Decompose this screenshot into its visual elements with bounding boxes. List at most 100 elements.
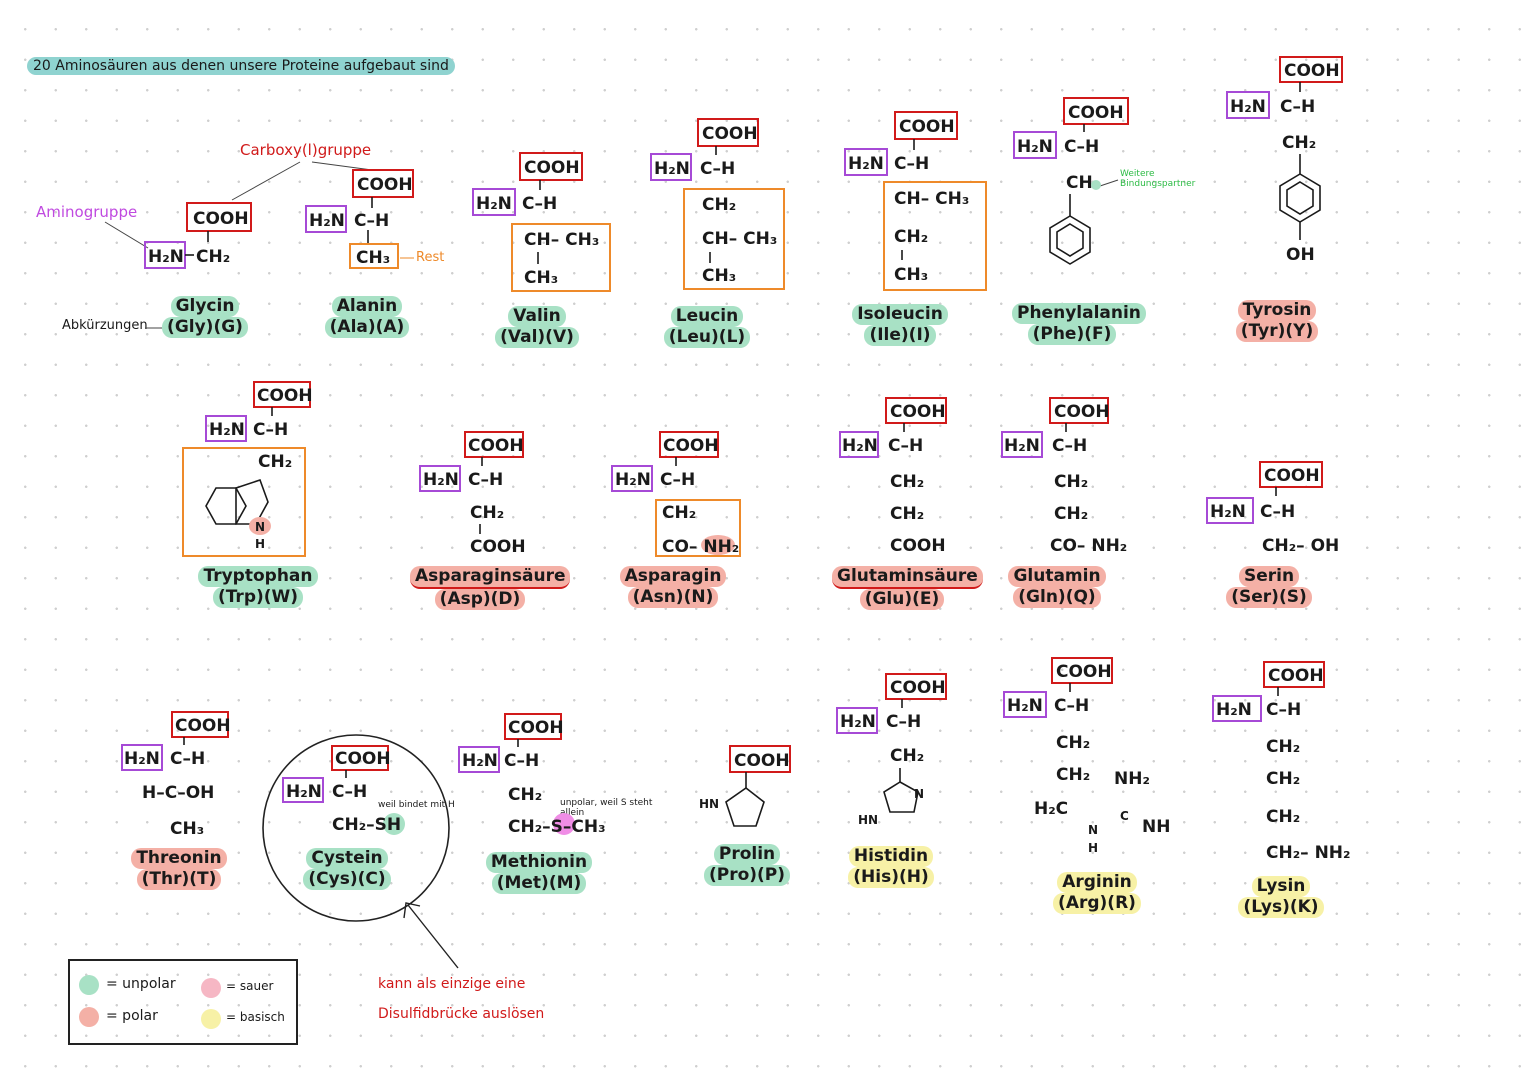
svg-text:H₂N: H₂N xyxy=(1017,137,1053,157)
svg-text:N: N xyxy=(1088,823,1098,837)
isoleucin-structure: COOH H₂N C–H CH– CH₃ CH₂ CH₃ xyxy=(844,111,987,291)
aminogruppe-label: Aminogruppe xyxy=(36,203,138,221)
svg-text:CH– CH₃: CH– CH₃ xyxy=(894,189,969,209)
svg-text:H₂N: H₂N xyxy=(309,211,345,231)
rest-label: Rest xyxy=(416,250,445,265)
svg-text:H₂N: H₂N xyxy=(286,782,322,802)
svg-text:C–H: C–H xyxy=(170,749,205,769)
tryptophan-name: Tryptophan(Trp)(W) xyxy=(198,566,318,608)
svg-text:N: N xyxy=(255,520,265,534)
asparagin-structure: COOH H₂N C–H CH₂ CO– NH₂ xyxy=(611,431,741,557)
svg-text:CH₃: CH₃ xyxy=(356,248,390,268)
asparaginsaeure-name: Asparaginsäure(Asp)(D) xyxy=(410,566,571,610)
svg-text:H₂N: H₂N xyxy=(654,159,690,179)
svg-text:CH₂: CH₂ xyxy=(702,195,736,215)
svg-text:CO– NH₂: CO– NH₂ xyxy=(1050,536,1127,556)
svg-text:HN: HN xyxy=(858,813,878,827)
leucin-structure: COOH H₂N C–H CH₂ CH– CH₃ CH₃ xyxy=(650,118,785,290)
svg-text:CH₂: CH₂ xyxy=(1266,807,1300,827)
glycin-structure: COOH H₂N CH₂ xyxy=(144,202,252,269)
svg-text:H₂N: H₂N xyxy=(840,712,876,732)
lysin-name: Lysin(Lys)(K) xyxy=(1226,876,1336,918)
legend-unpolar-label: = unpolar xyxy=(106,976,176,992)
glutamin-name: Glutamin(Gln)(Q) xyxy=(1002,566,1112,608)
histidin-structure: COOH H₂N C–H CH₂ N HN xyxy=(836,673,947,827)
svg-text:H₂N: H₂N xyxy=(124,749,160,769)
legend-unpolar-dot xyxy=(79,975,99,995)
svg-text:C–H: C–H xyxy=(660,470,695,490)
svg-text:CH₂: CH₂ xyxy=(1054,472,1088,492)
svg-text:COOH: COOH xyxy=(890,402,946,422)
methionin-structure: COOH H₂N C–H CH₂ CH₂–S–CH₃ xyxy=(458,713,606,837)
svg-text:CH₂: CH₂ xyxy=(1054,504,1088,524)
svg-text:COOH: COOH xyxy=(508,718,564,738)
svg-text:C–H: C–H xyxy=(1064,137,1099,157)
alanin-structure: COOH H₂N C–H CH₃ xyxy=(305,169,414,269)
svg-text:COOH: COOH xyxy=(193,209,249,229)
svg-text:COOH: COOH xyxy=(524,158,580,178)
legend-basisch-label: = basisch xyxy=(226,1010,285,1024)
svg-text:H₂N: H₂N xyxy=(1007,696,1043,716)
svg-text:COOH: COOH xyxy=(470,537,526,557)
svg-text:N: N xyxy=(914,787,924,801)
svg-text:H₂N: H₂N xyxy=(423,470,459,490)
svg-text:C–H: C–H xyxy=(468,470,503,490)
svg-text:CH₂: CH₂ xyxy=(1056,733,1090,753)
svg-text:C–H: C–H xyxy=(1266,700,1301,720)
histidin-name: Histidin(His)(H) xyxy=(836,846,946,888)
svg-text:CH– CH₃: CH– CH₃ xyxy=(524,230,599,250)
svg-text:H₂N: H₂N xyxy=(462,751,498,771)
svg-text:CH₃: CH₃ xyxy=(894,265,928,285)
svg-text:CH₂: CH₂ xyxy=(258,452,292,472)
svg-text:CH₃: CH₃ xyxy=(524,268,558,288)
arginin-structure: COOH H₂N C–H CH₂ CH₂ NH₂ H₂C N H C NH xyxy=(1003,657,1170,855)
threonin-structure: COOH H₂N C–H H–C–OH CH₃ xyxy=(121,711,231,839)
tyrosin-name: Tyrosin(Tyr)(Y) xyxy=(1222,300,1332,342)
svg-text:CH₃: CH₃ xyxy=(702,266,736,286)
svg-text:H₂N: H₂N xyxy=(1230,97,1266,117)
svg-text:COOH: COOH xyxy=(1284,61,1340,81)
svg-text:CH₂: CH₂ xyxy=(470,503,504,523)
threonin-name: Threonin(Thr)(T) xyxy=(124,848,234,890)
methionin-name: Methionin(Met)(M) xyxy=(484,852,594,894)
svg-text:C–H: C–H xyxy=(1280,97,1315,117)
svg-text:C–H: C–H xyxy=(332,782,367,802)
cystein-name: Cystein(Cys)(C) xyxy=(292,848,402,890)
svg-text:CH₂: CH₂ xyxy=(1056,765,1090,785)
asparagin-name: Asparagin(Asn)(N) xyxy=(618,566,728,608)
svg-text:H₂N: H₂N xyxy=(848,154,884,174)
svg-text:H₂N: H₂N xyxy=(148,247,184,267)
svg-text:C–H: C–H xyxy=(522,194,557,214)
svg-text:CH₂: CH₂ xyxy=(1266,769,1300,789)
svg-text:C–H: C–H xyxy=(1052,436,1087,456)
serin-structure: COOH H₂N C–H CH₂– OH xyxy=(1206,461,1339,556)
serin-name: Serin(Ser)(S) xyxy=(1214,566,1324,608)
svg-text:COOH: COOH xyxy=(663,436,719,456)
svg-text:CH₂: CH₂ xyxy=(1066,173,1100,193)
svg-text:CH₃: CH₃ xyxy=(170,819,204,839)
svg-text:C–H: C–H xyxy=(504,751,539,771)
prolin-structure: COOH HN xyxy=(699,745,791,827)
methionin-note: unpolar, weil S steht allein xyxy=(560,798,653,818)
svg-text:H: H xyxy=(255,537,265,551)
svg-text:CH₂: CH₂ xyxy=(508,785,542,805)
abkuerzungen-label: Abkürzungen xyxy=(62,318,148,333)
svg-text:H₂N: H₂N xyxy=(209,420,245,440)
page-title: 20 Aminosäuren aus denen unsere Proteine… xyxy=(27,57,455,75)
svg-text:COOH: COOH xyxy=(890,678,946,698)
svg-text:COOH: COOH xyxy=(1264,466,1320,486)
svg-text:CO– NH₂: CO– NH₂ xyxy=(662,537,739,557)
svg-text:CH₂: CH₂ xyxy=(894,227,928,247)
disulfid-note-1: kann als einzige eine xyxy=(378,976,526,992)
glutamin-structure: COOH H₂N C–H CH₂ CH₂ CO– NH₂ xyxy=(1001,397,1127,556)
svg-text:COOH: COOH xyxy=(1054,402,1110,422)
svg-text:NH: NH xyxy=(1142,817,1170,837)
svg-text:CH₂– NH₂: CH₂– NH₂ xyxy=(1266,843,1350,863)
svg-text:COOH: COOH xyxy=(1268,666,1324,686)
svg-text:H₂N: H₂N xyxy=(615,470,651,490)
svg-text:C–H: C–H xyxy=(888,436,923,456)
legend-sauer-dot xyxy=(201,978,221,998)
svg-text:H: H xyxy=(1088,841,1098,855)
cystein-structure: COOH H₂N C–H CH₂–SH xyxy=(282,745,405,835)
